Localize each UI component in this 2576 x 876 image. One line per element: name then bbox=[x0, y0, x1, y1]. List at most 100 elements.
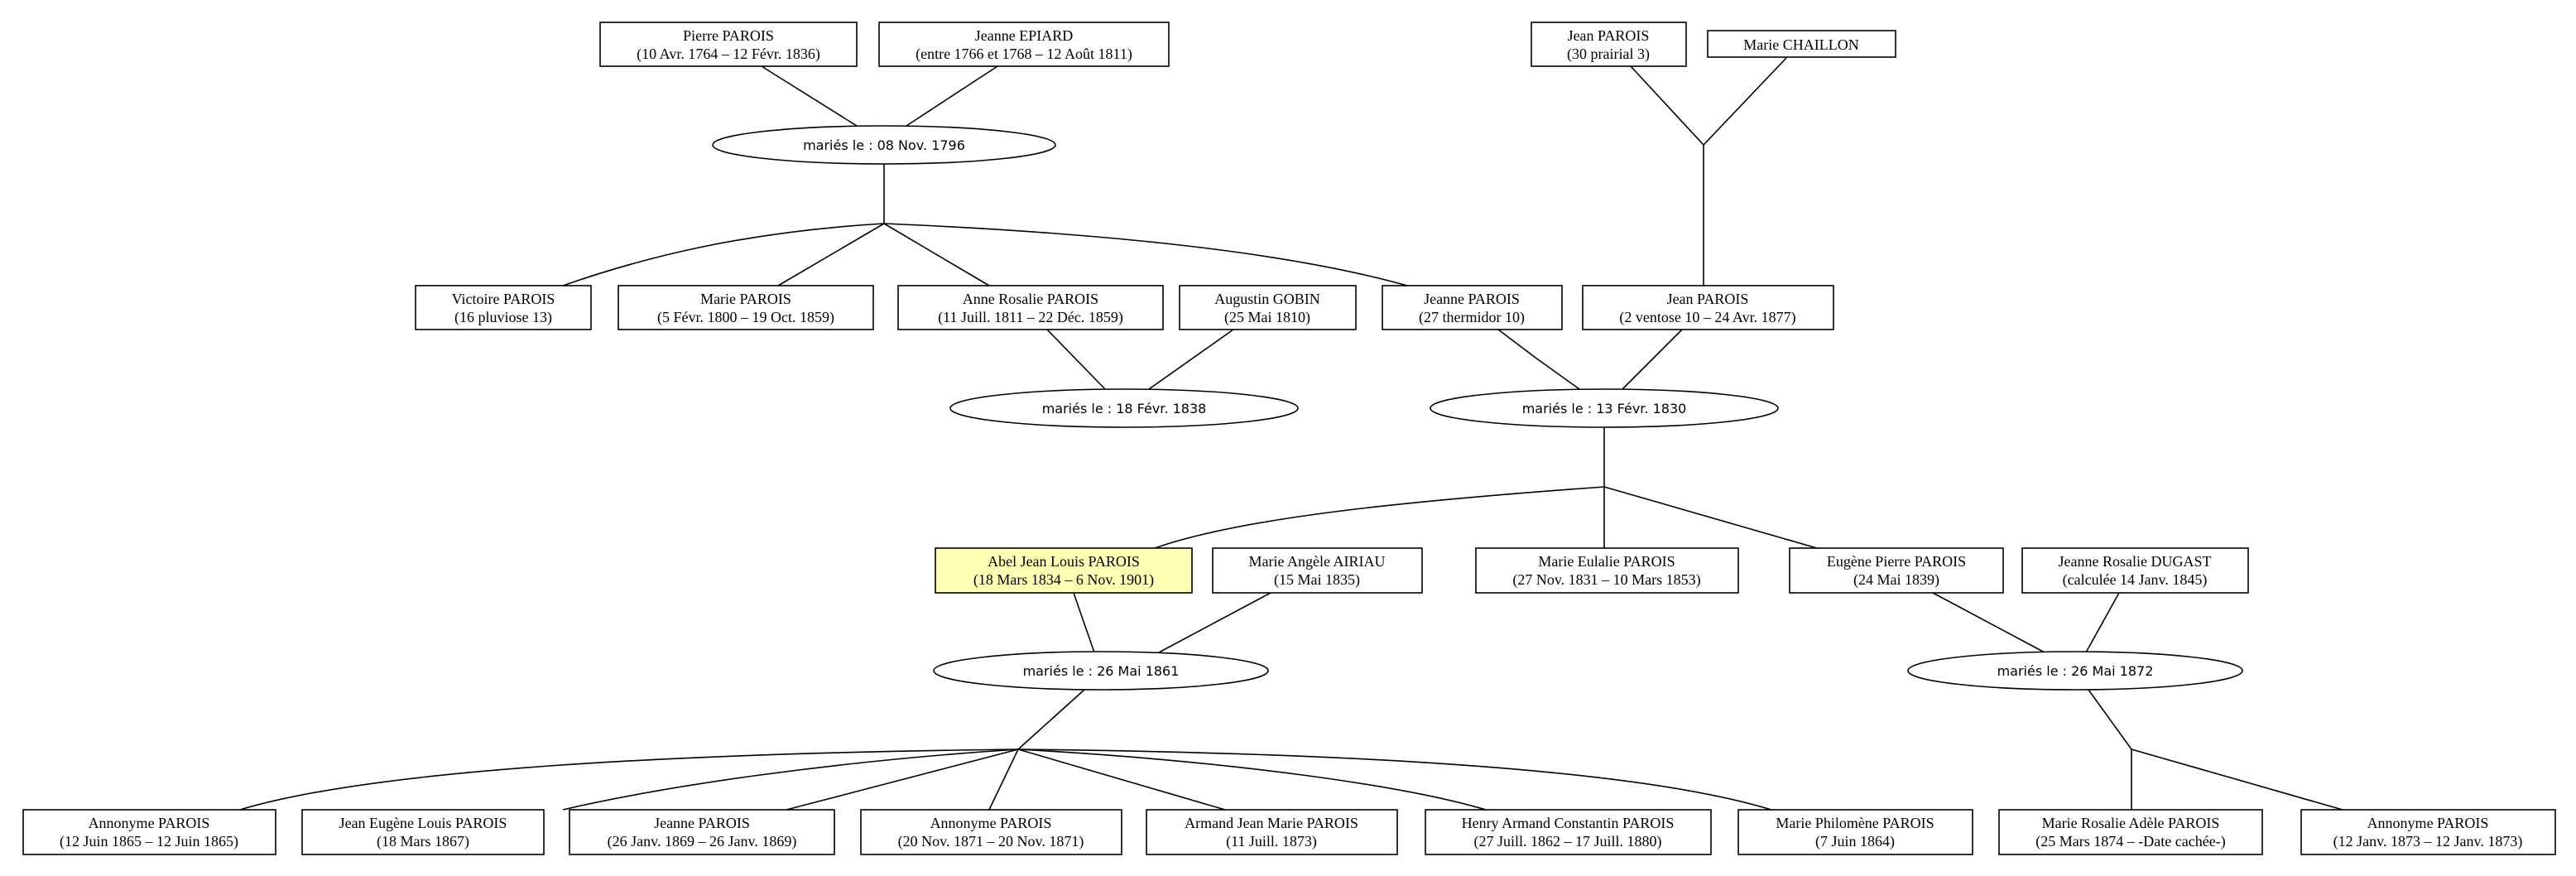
link-line bbox=[786, 748, 1019, 811]
person-jean-parois-jr[interactable]: Jean PAROIS (2 ventose 10 – 24 Avr. 1877… bbox=[1582, 285, 1834, 330]
link-line bbox=[1703, 57, 1787, 146]
link-line bbox=[239, 748, 1019, 811]
link-line bbox=[988, 748, 1019, 811]
union-1830[interactable]: mariés le : 13 Févr. 1830 bbox=[1430, 388, 1779, 428]
person-jean-eugene-louis-parois[interactable]: Jean Eugène Louis PAROIS (18 Mars 1867) bbox=[301, 809, 545, 855]
person-dates: (24 Mai 1839) bbox=[1853, 571, 1939, 589]
person-name: Jeanne PAROIS bbox=[654, 815, 750, 831]
union-label: mariés le : 18 Févr. 1838 bbox=[1042, 401, 1207, 416]
person-name: Marie Angèle AIRIAU bbox=[1249, 553, 1386, 570]
link-line bbox=[906, 65, 998, 127]
person-jeanne-parois-1869[interactable]: Jeanne PAROIS (26 Janv. 1869 – 26 Janv. … bbox=[569, 809, 835, 855]
person-annonyme-parois-1871[interactable]: Annonyme PAROIS (20 Nov. 1871 – 20 Nov. … bbox=[860, 809, 1122, 855]
link-line bbox=[1046, 329, 1106, 390]
link-line bbox=[1017, 689, 1085, 750]
person-name: Annonyme PAROIS bbox=[2367, 815, 2489, 831]
person-dates: (11 Juill. 1873) bbox=[1226, 833, 1317, 850]
link-line bbox=[1932, 592, 2045, 653]
person-dates: (16 pluviose 13) bbox=[454, 309, 552, 326]
person-dates: (27 Nov. 1831 – 10 Mars 1853) bbox=[1512, 571, 1700, 589]
connectors bbox=[239, 57, 2343, 811]
person-jean-parois-sr[interactable]: Jean PAROIS (30 prairial 3) bbox=[1531, 22, 1687, 67]
person-dates: (30 prairial 3) bbox=[1567, 46, 1650, 63]
person-name: Marie Rosalie Adèle PAROIS bbox=[2042, 815, 2220, 831]
person-name: Jeanne EPIARD bbox=[975, 27, 1073, 44]
person-name: Jeanne PAROIS bbox=[1424, 291, 1520, 307]
person-dates: (20 Nov. 1871 – 20 Nov. 1871) bbox=[898, 833, 1084, 850]
person-marie-parois[interactable]: Marie PAROIS (5 Févr. 1800 – 19 Oct. 185… bbox=[618, 285, 874, 330]
person-name: Jean Eugène Louis PAROIS bbox=[339, 815, 507, 831]
link-line bbox=[1497, 329, 1536, 359]
person-name: Marie Philomène PAROIS bbox=[1776, 815, 1934, 831]
person-jeanne-epiard[interactable]: Jeanne EPIARD (entre 1766 et 1768 – 12 A… bbox=[878, 22, 1170, 67]
link-line bbox=[562, 223, 885, 286]
person-name: Annonyme PAROIS bbox=[89, 815, 210, 831]
union-1838[interactable]: mariés le : 18 Févr. 1838 bbox=[949, 388, 1299, 428]
link-line bbox=[1017, 748, 1772, 811]
link-line bbox=[2131, 748, 2343, 811]
person-marie-philomene-parois[interactable]: Marie Philomène PAROIS (7 Juin 1864) bbox=[1737, 809, 1973, 855]
person-name: Anne Rosalie PAROIS bbox=[963, 291, 1098, 307]
person-name: Pierre PAROIS bbox=[683, 27, 774, 44]
person-dates: (2 ventose 10 – 24 Avr. 1877) bbox=[1619, 309, 1795, 326]
person-jeanne-rosalie-dugast[interactable]: Jeanne Rosalie DUGAST (calculée 14 Janv.… bbox=[2021, 547, 2249, 594]
person-name: Armand Jean Marie PAROIS bbox=[1185, 815, 1358, 831]
person-jeanne-parois[interactable]: Jeanne PAROIS (27 thermidor 10) bbox=[1382, 285, 1563, 330]
person-dates: (27 thermidor 10) bbox=[1419, 309, 1525, 326]
union-1796[interactable]: mariés le : 08 Nov. 1796 bbox=[712, 125, 1056, 165]
person-anne-rosalie-parois[interactable]: Anne Rosalie PAROIS (11 Juill. 1811 – 22… bbox=[897, 285, 1164, 330]
person-armand-jean-marie-parois[interactable]: Armand Jean Marie PAROIS (11 Juill. 1873… bbox=[1146, 809, 1398, 855]
union-label: mariés le : 08 Nov. 1796 bbox=[803, 137, 965, 153]
link-line bbox=[777, 223, 885, 286]
link-line bbox=[1630, 65, 1704, 146]
union-label: mariés le : 26 Mai 1872 bbox=[1997, 663, 2154, 679]
person-dates: (26 Janv. 1869 – 26 Janv. 1869) bbox=[608, 833, 797, 850]
person-dates: (15 Mai 1835) bbox=[1274, 571, 1360, 589]
link-line bbox=[1154, 486, 1605, 549]
link-line bbox=[1535, 357, 1580, 390]
person-dates: (7 Juin 1864) bbox=[1815, 833, 1895, 850]
person-victoire-parois[interactable]: Victoire PAROIS (16 pluviose 13) bbox=[415, 285, 592, 330]
link-line bbox=[2088, 689, 2132, 750]
union-1872[interactable]: mariés le : 26 Mai 1872 bbox=[1907, 651, 2243, 691]
person-marie-chaillon[interactable]: Marie CHAILLON bbox=[1707, 30, 1896, 58]
person-dates: (11 Juill. 1811 – 22 Déc. 1859) bbox=[938, 309, 1123, 326]
person-marie-rosalie-adele-parois[interactable]: Marie Rosalie Adèle PAROIS (25 Mars 1874… bbox=[1998, 809, 2263, 855]
person-annonyme-parois-1865[interactable]: Annonyme PAROIS (12 Juin 1865 – 12 Juin … bbox=[22, 809, 276, 855]
link-line bbox=[1158, 592, 1271, 653]
person-dates: (27 Juill. 1862 – 17 Juill. 1880) bbox=[1473, 833, 1661, 850]
link-line bbox=[1017, 748, 1487, 811]
link-line bbox=[1622, 329, 1683, 390]
person-abel-jean-louis-parois[interactable]: Abel Jean Louis PAROIS (18 Mars 1834 – 6… bbox=[935, 547, 1193, 594]
link-line bbox=[2085, 592, 2120, 653]
person-dates: (12 Janv. 1873 – 12 Janv. 1873) bbox=[2333, 833, 2523, 850]
person-dates: (12 Juin 1865 – 12 Juin 1865) bbox=[60, 833, 238, 850]
person-dates: (18 Mars 1834 – 6 Nov. 1901) bbox=[973, 571, 1154, 589]
person-marie-angele-airiau[interactable]: Marie Angèle AIRIAU (15 Mai 1835) bbox=[1212, 547, 1423, 594]
person-henry-armand-constantin-parois[interactable]: Henry Armand Constantin PAROIS (27 Juill… bbox=[1425, 809, 1712, 855]
person-name: Eugène Pierre PAROIS bbox=[1827, 553, 1966, 570]
person-name: Annonyme PAROIS bbox=[930, 815, 1052, 831]
person-name: Augustin GOBIN bbox=[1214, 291, 1320, 307]
union-label: mariés le : 13 Févr. 1830 bbox=[1522, 401, 1687, 416]
union-label: mariés le : 26 Mai 1861 bbox=[1023, 663, 1180, 679]
person-annonyme-parois-1873[interactable]: Annonyme PAROIS (12 Janv. 1873 – 12 Janv… bbox=[2300, 809, 2556, 855]
person-name: Marie PAROIS bbox=[700, 291, 791, 307]
link-line bbox=[562, 748, 1019, 811]
link-line bbox=[1017, 748, 1226, 811]
union-1861[interactable]: mariés le : 26 Mai 1861 bbox=[933, 651, 1269, 691]
person-pierre-parois[interactable]: Pierre PAROIS (10 Avr. 1764 – 12 Févr. 1… bbox=[599, 22, 858, 67]
person-dates: (5 Févr. 1800 – 19 Oct. 1859) bbox=[657, 309, 834, 326]
person-dates: (25 Mai 1810) bbox=[1224, 309, 1310, 326]
person-eugene-pierre-parois[interactable]: Eugène Pierre PAROIS (24 Mai 1839) bbox=[1789, 547, 2004, 594]
link-line bbox=[883, 223, 990, 286]
link-line bbox=[1148, 329, 1234, 390]
person-name: Jeanne Rosalie DUGAST bbox=[2059, 553, 2212, 570]
person-augustin-gobin[interactable]: Augustin GOBIN (25 Mai 1810) bbox=[1179, 285, 1357, 330]
person-marie-eulalie-parois[interactable]: Marie Eulalie PAROIS (27 Nov. 1831 – 10 … bbox=[1475, 547, 1739, 594]
link-line bbox=[1073, 592, 1095, 653]
person-name: Abel Jean Louis PAROIS bbox=[988, 553, 1140, 570]
person-dates: (18 Mars 1867) bbox=[377, 833, 469, 850]
link-line bbox=[1603, 486, 1818, 549]
